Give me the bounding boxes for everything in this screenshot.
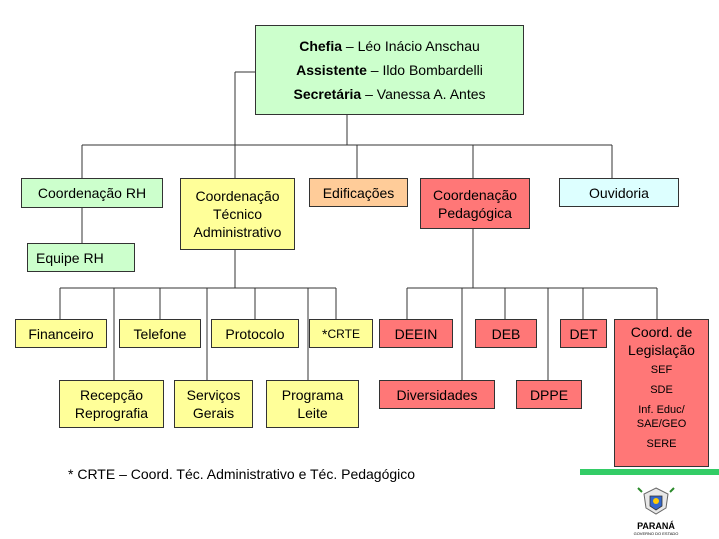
dppe-label: DPPE xyxy=(529,386,569,403)
coat-of-arms-icon xyxy=(637,487,675,515)
edificacoes-label: Edificações xyxy=(322,184,395,201)
det-label: DET xyxy=(569,325,598,342)
secretaria-label: Secretária xyxy=(293,86,362,102)
edificacoes-box: Edificações xyxy=(309,178,408,207)
telefone-box: Telefone xyxy=(119,319,201,348)
telefone-label: Telefone xyxy=(133,325,187,342)
coord-legislacao-box: Coord. de Legislação SEF SDE Inf. Educ/ … xyxy=(614,319,709,467)
protocolo-label: Protocolo xyxy=(225,325,285,342)
programa-line1: Programa xyxy=(281,387,344,403)
coord-legislacao-line2: Legislação xyxy=(628,342,695,358)
recepcao-line1: Recepção xyxy=(79,387,144,403)
chefia-box: Chefia – Léo Inácio Anschau Assistente –… xyxy=(255,25,524,115)
equipe-rh-label: Equipe RH xyxy=(36,249,104,266)
ouvidoria-label: Ouvidoria xyxy=(589,184,649,201)
legislacao-item-sere: SERE xyxy=(646,438,677,450)
diversidades-box: Diversidades xyxy=(379,380,495,409)
coordenacao-rh-box: Coordenação RH xyxy=(21,178,163,208)
equipe-rh-box: Equipe RH xyxy=(27,243,135,272)
coordenacao-tecnico-line3: Administrativo xyxy=(193,224,282,240)
crte-label: CRTE xyxy=(327,326,360,341)
deb-box: DEB xyxy=(475,319,537,348)
coordenacao-pedagogica-line1: Coordenação xyxy=(432,186,518,203)
coordenacao-rh-label: Coordenação RH xyxy=(37,185,147,201)
legislacao-item-sae-geo: SAE/GEO xyxy=(636,418,687,430)
crte-asterisk: * xyxy=(322,325,328,342)
diversidades-label: Diversidades xyxy=(396,386,478,403)
legislacao-item-sef: SEF xyxy=(650,364,673,376)
dppe-box: DPPE xyxy=(516,380,582,409)
legislacao-item-inf-educ: Inf. Educ/ xyxy=(638,404,685,416)
protocolo-box: Protocolo xyxy=(211,319,299,348)
recepcao-box: Recepção Reprografia xyxy=(59,380,164,428)
deein-label: DEEIN xyxy=(394,325,438,342)
coordenacao-pedagogica-line2: Pedagógica xyxy=(438,204,512,221)
servicos-line1: Serviços xyxy=(186,387,241,403)
coordenacao-pedagogica-box: Coordenação Pedagógica xyxy=(420,178,530,229)
green-bar xyxy=(580,469,719,475)
chefia-name: – Léo Inácio Anschau xyxy=(342,38,480,54)
coordenacao-tecnico-box: Coordenação Técnico Administrativo xyxy=(180,178,295,250)
det-box: DET xyxy=(560,319,607,348)
footnote: * CRTE – Coord. Téc. Administrativo e Té… xyxy=(68,466,416,482)
ouvidoria-box: Ouvidoria xyxy=(559,178,679,207)
assistente-label: Assistente xyxy=(296,62,367,78)
deein-box: DEEIN xyxy=(379,319,453,348)
coordenacao-tecnico-line2: Técnico xyxy=(212,206,263,222)
parana-logo: PARANÁ GOVERNO DO ESTADO xyxy=(628,486,684,536)
servicos-line2: Gerais xyxy=(192,405,235,421)
programa-box: Programa Leite xyxy=(266,380,359,428)
servicos-box: Serviços Gerais xyxy=(174,380,253,428)
programa-line2: Leite xyxy=(297,405,328,421)
crte-box: *CRTE xyxy=(309,319,373,348)
recepcao-line2: Reprografia xyxy=(74,405,149,421)
coordenacao-tecnico-line1: Coordenação xyxy=(195,188,280,204)
logo-subtext: GOVERNO DO ESTADO xyxy=(633,531,679,536)
financeiro-label: Financeiro xyxy=(28,325,94,342)
secretaria-name: – Vanessa A. Antes xyxy=(361,86,486,102)
financeiro-box: Financeiro xyxy=(15,319,107,348)
deb-label: DEB xyxy=(491,325,521,342)
logo-text: PARANÁ xyxy=(637,521,675,531)
chefia-label: Chefia xyxy=(299,38,342,54)
assistente-name: – Ildo Bombardelli xyxy=(366,62,483,78)
legislacao-item-sde: SDE xyxy=(650,384,673,396)
coord-legislacao-line1: Coord. de xyxy=(630,324,693,340)
